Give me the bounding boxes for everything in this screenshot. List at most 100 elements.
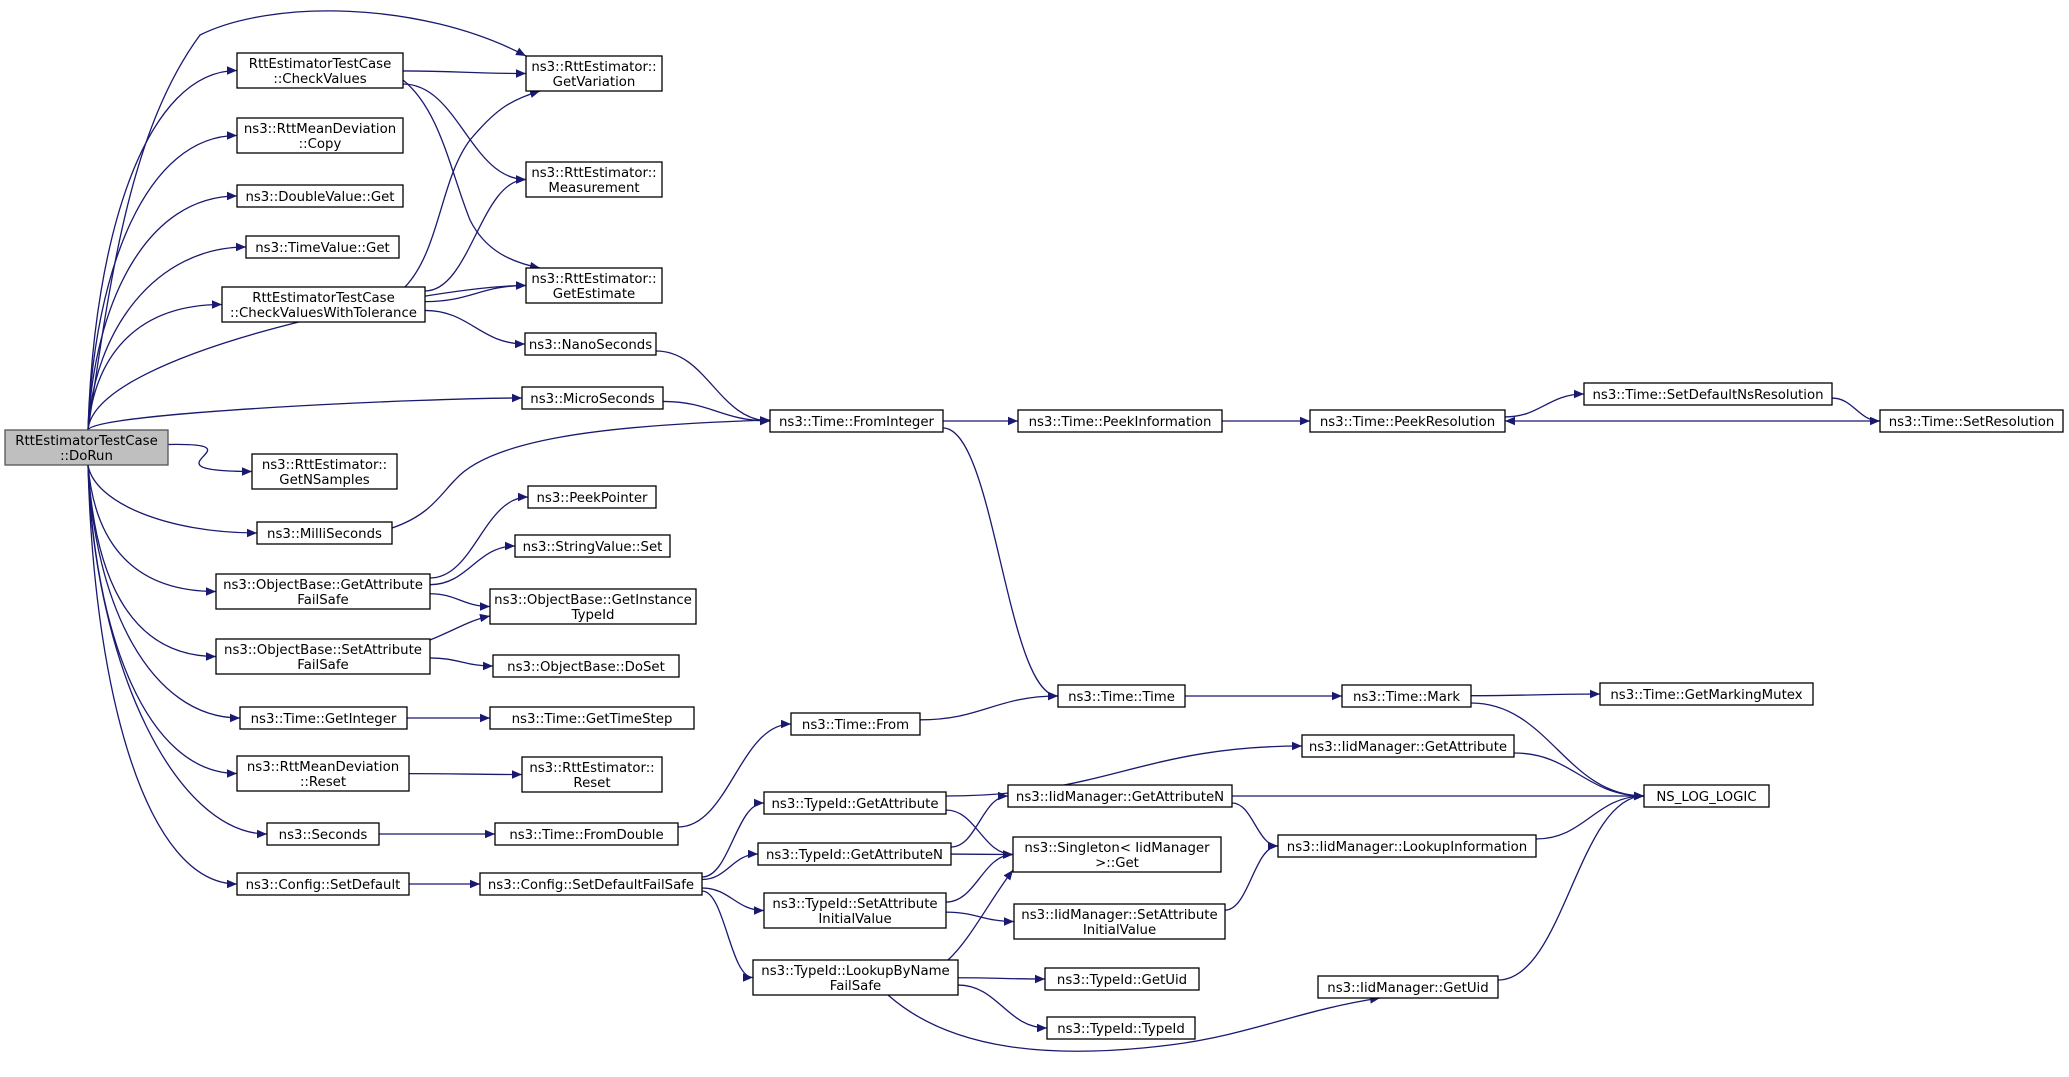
edge-time_from-to-time_time [919, 691, 1059, 721]
edge-dorun-to-config_setdefault [87, 464, 238, 889]
edge-getattrfs-to-peekpointer [429, 492, 529, 579]
node-getmarkingmutex[interactable]: ns3::Time::GetMarkingMutex [1599, 682, 1814, 706]
node-seconds[interactable]: ns3::Seconds [266, 822, 380, 846]
edge-typeid_getattributen-to-iid_getattributen [950, 791, 1009, 848]
node-box [521, 756, 663, 793]
edge-path [402, 83, 527, 184]
node-fromdouble[interactable]: ns3::Time::FromDouble [494, 822, 679, 846]
node-setdefaultnsres[interactable]: ns3::Time::SetDefaultNsResolution [1583, 382, 1833, 406]
node-box [1044, 967, 1200, 991]
node-gettimestep[interactable]: ns3::Time::GetTimeStep [489, 706, 695, 730]
node-label: ::Copy [299, 137, 342, 152]
node-label: ns3::IidManager::LookupInformation [1287, 840, 1527, 855]
node-ns_log_logic[interactable]: NS_LOG_LOGIC [1643, 784, 1770, 808]
node-label: ns3::TypeId::SetAttribute [772, 897, 937, 912]
edge-dorun-to-rmd_reset [87, 464, 238, 778]
edge-path [919, 691, 1059, 721]
edge-typeid_setattrinit-to-iid_setattrinit [945, 911, 1015, 926]
node-label: ns3::ObjectBase::DoSet [507, 660, 665, 675]
node-rmd_copy[interactable]: ns3::RttMeanDeviation::Copy [236, 117, 404, 154]
node-label: ns3::RttEstimator:: [262, 458, 387, 473]
node-box [763, 892, 947, 929]
node-setresolution[interactable]: ns3::Time::SetResolution [1879, 409, 2064, 433]
edge-path [429, 541, 516, 586]
node-typeid_typeid[interactable]: ns3::TypeId::TypeId [1046, 1016, 1196, 1040]
node-iid_setattrinit[interactable]: ns3::IidManager::SetAttributeInitialValu… [1013, 903, 1226, 940]
node-label: ::DoRun [60, 449, 113, 464]
edge-time_mark-to-getmarkingmutex [1470, 689, 1601, 699]
edge-dorun-to-checkvalues [87, 66, 238, 431]
node-iid_getattributen[interactable]: ns3::IidManager::GetAttributeN [1007, 784, 1233, 808]
node-label: ns3::Time::PeekInformation [1029, 415, 1212, 430]
node-iid_getuid[interactable]: ns3::IidManager::GetUid [1317, 975, 1499, 999]
node-label: ns3::RttEstimator:: [531, 60, 656, 75]
node-peekinformation[interactable]: ns3::Time::PeekInformation [1017, 409, 1223, 433]
node-peekpointer[interactable]: ns3::PeekPointer [527, 485, 657, 509]
edge-iid_getattribute-to-ns_log_logic [1513, 752, 1645, 801]
edge-path [402, 69, 527, 78]
edge-frominteger-to-time_time [942, 427, 1059, 701]
node-time_from[interactable]: ns3::Time::From [790, 712, 921, 736]
edge-path [957, 984, 1048, 1033]
node-microseconds[interactable]: ns3::MicroSeconds [521, 386, 664, 410]
node-iid_lookupinfo[interactable]: ns3::IidManager::LookupInformation [1277, 834, 1537, 858]
node-doset[interactable]: ns3::ObjectBase::DoSet [492, 654, 680, 678]
node-time_mark[interactable]: ns3::Time::Mark [1341, 684, 1472, 708]
node-label: ns3::Time::Time [1068, 690, 1175, 705]
node-time_time[interactable]: ns3::Time::Time [1057, 684, 1186, 708]
node-re_reset[interactable]: ns3::RttEstimator::Reset [521, 756, 663, 793]
node-box [245, 235, 400, 259]
node-double_get[interactable]: ns3::DoubleValue::Get [236, 184, 404, 208]
node-dorun[interactable]: RttEstimatorTestCase::DoRun [4, 429, 169, 466]
node-label: ns3::TypeId::GetAttributeN [766, 848, 943, 863]
node-label: ns3::StringValue::Set [523, 540, 663, 555]
node-getestimate[interactable]: ns3::RttEstimator::GetEstimate [525, 267, 663, 304]
node-peekresolution[interactable]: ns3::Time::PeekResolution [1309, 409, 1506, 433]
node-label: ns3::RttEstimator:: [531, 166, 656, 181]
node-setdefaultfs[interactable]: ns3::Config::SetDefaultFailSafe [479, 872, 703, 896]
edge-milliseconds-to-frominteger [391, 416, 771, 529]
edge-path [429, 593, 491, 611]
edge-checkvalueswt-to-getvariation [404, 89, 541, 288]
node-box [236, 117, 404, 154]
edge-setdefaultfs-to-typeid_setattrinit [701, 887, 765, 915]
node-nanoseconds[interactable]: ns3::NanoSeconds [524, 332, 657, 356]
edge-path [947, 869, 1014, 961]
edge-path [87, 464, 241, 723]
edge-dorun-to-seconds [87, 464, 268, 839]
node-frominteger[interactable]: ns3::Time::FromInteger [769, 409, 944, 433]
edge-path [1470, 689, 1601, 699]
node-checkvalues[interactable]: RttEstimatorTestCase::CheckValues [236, 52, 404, 89]
node-getinteger[interactable]: ns3::Time::GetInteger [239, 706, 408, 730]
node-typeid_getuid[interactable]: ns3::TypeId::GetUid [1044, 967, 1200, 991]
node-rmd_reset[interactable]: ns3::RttMeanDeviation::Reset [236, 755, 410, 792]
node-timevalue_get[interactable]: ns3::TimeValue::Get [245, 235, 400, 259]
node-label: GetVariation [553, 75, 636, 90]
edge-dorun-to-rmd_copy [87, 131, 238, 431]
node-typeid_getattributen[interactable]: ns3::TypeId::GetAttributeN [757, 842, 952, 866]
node-label: ns3::RttEstimator:: [529, 761, 654, 776]
edge-path [957, 974, 1046, 984]
node-checkvalueswt[interactable]: RttEstimatorTestCase::CheckValuesWithTol… [221, 286, 426, 323]
edge-path [1224, 841, 1279, 911]
node-measurement[interactable]: ns3::RttEstimator::Measurement [525, 161, 663, 198]
node-label: RttEstimatorTestCase [15, 434, 158, 449]
node-label: ns3::RttMeanDeviation [244, 122, 396, 137]
node-singleton_get[interactable]: ns3::Singleton< IidManager>::Get [1012, 836, 1222, 873]
node-typeid_getattribute[interactable]: ns3::TypeId::GetAttribute [763, 791, 947, 815]
node-getnsamples[interactable]: ns3::RttEstimator::GetNSamples [251, 453, 398, 490]
node-getvariation[interactable]: ns3::RttEstimator::GetVariation [525, 55, 663, 92]
node-stringvalue_set[interactable]: ns3::StringValue::Set [514, 534, 671, 558]
edge-checkvalueswt-to-measurement [424, 175, 527, 292]
node-label: FailSafe [830, 979, 881, 994]
node-milliseconds[interactable]: ns3::MilliSeconds [256, 521, 393, 545]
node-iid_getattribute[interactable]: ns3::IidManager::GetAttribute [1301, 734, 1515, 758]
edge-getattrfs-to-stringvalue_set [429, 541, 516, 586]
node-config_setdefault[interactable]: ns3::Config::SetDefault [236, 872, 410, 896]
edge-path [701, 890, 754, 982]
